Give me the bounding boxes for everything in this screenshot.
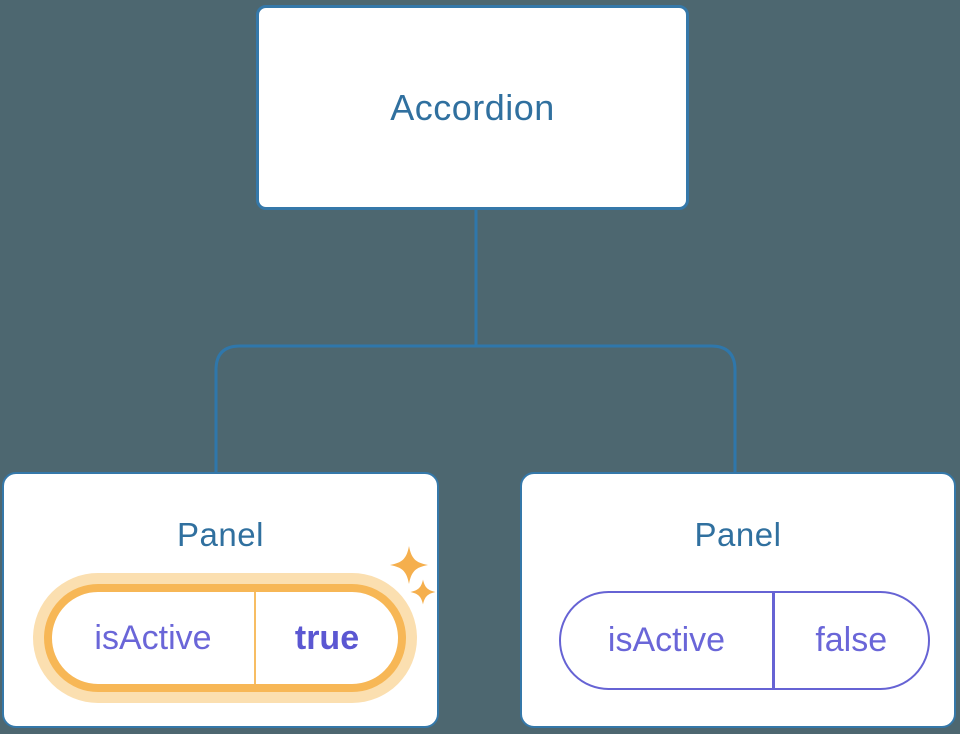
state-prop-value: true: [294, 618, 360, 657]
accordion-node-label: Accordion: [390, 86, 555, 128]
panel-node-active: Panel isActive true: [2, 472, 439, 728]
pill-divider: [254, 592, 256, 684]
state-pill-active: isActive true: [44, 584, 406, 692]
panel-title: Panel: [694, 516, 782, 553]
sparkles-icon: [390, 546, 436, 605]
accordion-node: Accordion: [256, 5, 689, 210]
state-prop-name: isActive: [607, 621, 726, 659]
state-prop-value: false: [815, 621, 888, 659]
panel-title: Panel: [177, 516, 264, 553]
pill-divider: [772, 593, 775, 688]
panel-node-inactive: Panel isActive false: [520, 472, 956, 728]
state-pill-inactive: isActive false: [559, 591, 930, 690]
state-prop-name: isActive: [94, 618, 212, 657]
